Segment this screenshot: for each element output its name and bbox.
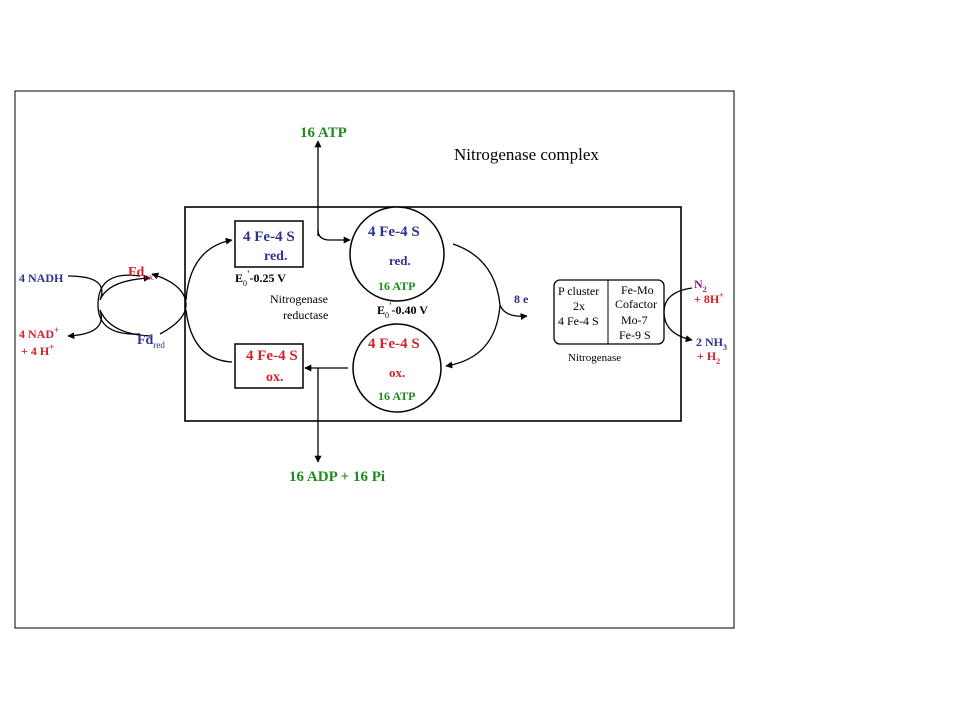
ox-circle-line3: 16 ATP — [378, 389, 415, 403]
red-circle — [349, 206, 445, 302]
potential-nitrogenase-prime: ' — [389, 301, 392, 311]
p-cluster-line2: 2x — [573, 299, 585, 313]
n2-label: N2 — [694, 277, 707, 294]
nh3-main: 2 NH — [696, 335, 724, 349]
h8-main: + 8H — [694, 292, 720, 306]
atp-top-label: 16 ATP — [300, 125, 347, 141]
h8-sup: + — [719, 291, 724, 300]
ox-circle — [352, 323, 442, 413]
nh3-label: 2 NH3 — [696, 335, 727, 352]
fd-to-red-box-arrow — [185, 237, 233, 301]
outer-frame — [14, 90, 735, 629]
potential-reductase: E0'-0.25 V — [235, 269, 286, 288]
fd-ox-label: Fdox — [128, 265, 154, 282]
ox-circle-line1: 4 Fe-4 S — [368, 336, 420, 352]
potential-nitrogenase: E0'-0.40 V — [377, 301, 428, 320]
nad-main: 4 NAD — [19, 327, 54, 341]
fd-red-label: Fdred — [137, 333, 165, 350]
reductase-label-line2: reductase — [283, 308, 328, 322]
electrons-label: 8 e — [514, 292, 529, 306]
h-main: + 4 H — [21, 344, 50, 358]
reductase-ox-line2: ox. — [266, 370, 284, 385]
reductase-red-line1: 4 Fe-4 S — [243, 229, 295, 245]
fd-ox-main: Fd — [128, 265, 145, 280]
complex-box — [184, 206, 682, 422]
nadh-cycle-lower-arrow — [67, 309, 151, 340]
fd-red-main: Fd — [137, 333, 154, 348]
atp-turn-arrow — [317, 229, 351, 244]
electron-arc-bottom-arrow — [445, 304, 501, 369]
h2-main: + H — [697, 349, 717, 363]
nad-label: 4 NAD+ — [19, 325, 59, 341]
nadh-cycle-upper — [67, 274, 151, 301]
h2-label: + H2 — [697, 349, 720, 366]
reductase-ox-line1: 4 Fe-4 S — [246, 348, 298, 364]
nitrogenase-label: Nitrogenase — [568, 352, 621, 364]
potential-nitrogenase-value: -0.40 V — [392, 303, 429, 317]
n2-reduction-arrow — [663, 287, 693, 343]
red-circle-line3: 16 ATP — [378, 279, 415, 293]
reductase-red-line2: red. — [264, 249, 287, 264]
femo-line1: Fe-Mo — [621, 283, 654, 297]
potential-reductase-prime: ' — [247, 269, 250, 279]
femo-line2: Cofactor — [615, 297, 657, 311]
ox-circle-line2: ox. — [389, 365, 405, 380]
red-circle-line1: 4 Fe-4 S — [368, 224, 420, 240]
femo-line4: Fe-9 S — [619, 328, 651, 342]
ox-box-to-fd-arc — [185, 309, 233, 363]
h2-sub: 2 — [716, 357, 720, 366]
nh3-sub: 3 — [723, 343, 727, 352]
reductase-label-line1: Nitrogenase — [270, 292, 328, 306]
fd-loop-right-arrow — [151, 272, 187, 335]
red-circle-line2: red. — [389, 253, 411, 268]
electron-arc-top — [452, 243, 528, 321]
adp-bottom-label: 16 ADP + 16 Pi — [289, 469, 385, 485]
complex-title: Nitrogenase complex — [454, 145, 599, 164]
potential-reductase-e: E — [235, 271, 243, 285]
n2-main: N — [694, 277, 703, 291]
nad-sup: + — [54, 325, 59, 335]
nadh-label: 4 NADH — [19, 271, 64, 285]
h-label: + 4 H+ — [21, 342, 54, 358]
p-cluster-line1: P cluster — [558, 284, 599, 298]
h-sup: + — [49, 342, 54, 352]
p-cluster-line3: 4 Fe-4 S — [558, 314, 599, 328]
reductase-ox-box — [234, 343, 304, 389]
femo-line3: Mo-7 — [621, 313, 648, 327]
potential-reductase-value: -0.25 V — [250, 271, 287, 285]
fd-ox-sub: ox — [144, 272, 154, 282]
fd-red-sub: red — [153, 340, 165, 350]
h8-label: + 8H+ — [694, 291, 724, 306]
reductase-red-box — [234, 220, 304, 268]
potential-nitrogenase-e: E — [377, 303, 385, 317]
n2-sub: 2 — [703, 285, 707, 294]
potential-nitrogenase-sub: 0 — [385, 311, 389, 320]
potential-reductase-sub: 0 — [243, 279, 247, 288]
fd-loop-left — [97, 274, 141, 335]
